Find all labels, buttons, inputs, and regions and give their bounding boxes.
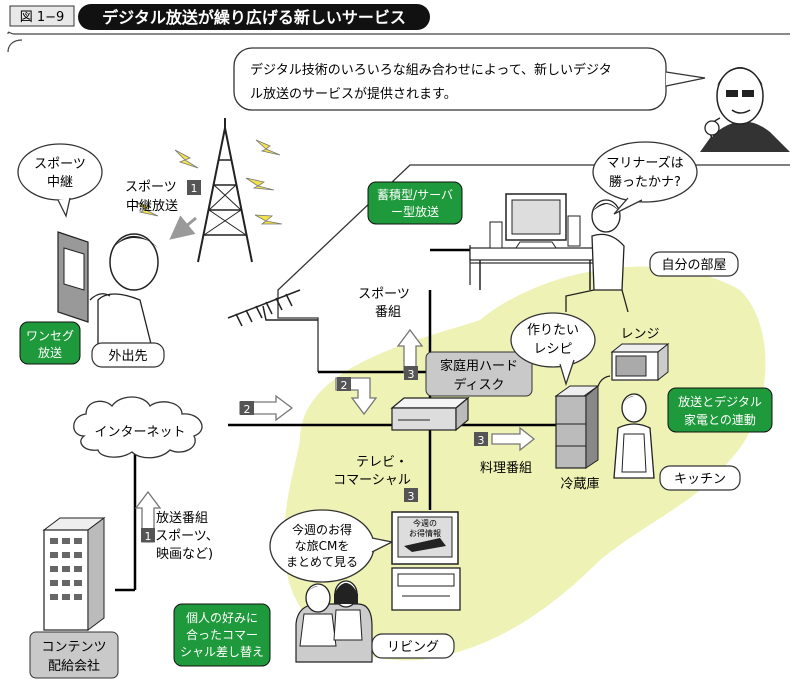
- figure-title-pill: [78, 4, 430, 30]
- arrow-3-down: 3: [404, 488, 418, 503]
- desk-computer-illustration: [469, 193, 601, 290]
- sports-program-line1: スポーツ: [358, 287, 410, 302]
- living-place-label: リビング: [387, 640, 439, 655]
- arrow-1-up: 1: [134, 490, 162, 543]
- svg-text:2: 2: [341, 379, 348, 392]
- phone-speech-bubble: [17, 143, 103, 201]
- narrator-line-1: デジタル技術のいろいろな組み合わせによって、新しいデジタ: [250, 62, 612, 78]
- oneseg-badge: [19, 321, 81, 365]
- house-outline: [277, 164, 790, 372]
- tv-screen-line2: お得情報: [409, 528, 441, 538]
- hdd-line1: 家庭用ハード: [440, 358, 518, 374]
- svg-text:3: 3: [408, 368, 415, 381]
- svg-text:3: 3: [408, 490, 415, 503]
- kitchen-place-label: キッチン: [674, 472, 726, 487]
- recipe-line1: 作りたい: [527, 323, 579, 338]
- room-place-label-box: [649, 251, 739, 277]
- outside-place-label-box: [91, 342, 165, 368]
- fridge-label: 冷蔵庫: [560, 477, 599, 492]
- sports-program-line2: 番組: [375, 305, 401, 320]
- arrow-2-left: 2: [239, 394, 294, 422]
- outdoor-person-illustration: [57, 231, 159, 361]
- svg-text:3: 3: [478, 434, 485, 447]
- room-person-illustration: [565, 199, 629, 313]
- room-bubble-line1: マリナーズは: [606, 155, 683, 171]
- microwave-illustration: [610, 342, 670, 382]
- home-hard-disk: [390, 396, 470, 432]
- oneseg-line2: 放送: [38, 345, 62, 360]
- internet-label: インターネット: [94, 425, 185, 440]
- room-place-label: 自分の部屋: [661, 258, 726, 273]
- broadcast-tower: [197, 118, 253, 263]
- signal-bolts: [135, 139, 283, 225]
- broadcast-program-line2: (スポーツ、: [150, 529, 219, 544]
- living-bubble-line1: 今週のお得: [292, 522, 352, 537]
- cm-line1: 個人の好みに: [186, 611, 258, 625]
- outside-place-label: 外出先: [108, 349, 147, 364]
- broadcast-program-line3: 映画など): [156, 547, 213, 562]
- fridge-illustration: [554, 384, 600, 469]
- relay-num: 1: [191, 182, 198, 195]
- living-tv-illustration: [391, 511, 461, 611]
- cm-line2: 合ったコマー: [186, 627, 258, 642]
- relay-label-line2: 中継放送: [126, 199, 178, 214]
- linkage-line2: 家電との連動: [684, 412, 756, 427]
- phone-bubble-line1: スポーツ: [34, 157, 86, 172]
- figure-number: 図 1−9: [20, 10, 65, 25]
- svg-text:1: 1: [145, 530, 152, 543]
- company-line1: コンテンツ: [41, 640, 106, 655]
- recipe-line2: レシピ: [533, 342, 572, 357]
- internet-cloud: [73, 396, 203, 459]
- broadcast-program-line1: 放送番組: [156, 511, 208, 526]
- kitchen-person-illustration: [613, 393, 655, 479]
- tv-screen-line1: 今週の: [413, 518, 437, 528]
- living-place-label-box: [371, 633, 455, 659]
- storage-line1: 蓄積型/サーバ: [377, 187, 453, 202]
- figure-number-box: [9, 5, 75, 27]
- svg-text:2: 2: [244, 403, 251, 416]
- living-bubble-line3: まとめて見る: [286, 555, 358, 569]
- personalized-cm-badge: [173, 603, 271, 667]
- narrator-illustration: [700, 67, 790, 152]
- kitchen-place-label-box: [659, 465, 741, 491]
- room-speech-bubble: [592, 141, 698, 203]
- arrow-3-right: 3: [474, 426, 536, 452]
- storage-line2: ー型放送: [391, 204, 439, 219]
- living-bubble-line2: な旅CMを: [295, 539, 350, 553]
- cooking-program-label: 料理番組: [480, 461, 532, 476]
- cm-line3: シャル差し替え: [180, 645, 264, 659]
- tvcm-line2: コマーシャル: [333, 473, 411, 488]
- narrator-line-2: ル放送のサービスが提供されます。: [250, 86, 457, 102]
- arrow-3-up: 3: [396, 328, 424, 381]
- room-bubble-line2: 勝ったかナ?: [609, 175, 681, 190]
- storage-broadcast-badge: [367, 181, 463, 225]
- microwave-label: レンジ: [620, 327, 659, 342]
- linkage-line1: 放送とデジタル: [678, 394, 762, 409]
- relay-label-prefix: スポーツ: [125, 180, 177, 195]
- company-label-box: [29, 631, 119, 679]
- oneseg-line1: ワンセグ: [26, 329, 74, 343]
- hdd-line2: ディスク: [453, 377, 504, 393]
- appliance-linkage-badge: [667, 387, 773, 433]
- tvcm-line1: テレビ・: [356, 455, 408, 470]
- phone-bubble-line2: 中継: [47, 175, 73, 190]
- hdd-label-box: [425, 351, 533, 397]
- recipe-speech-bubble: [510, 312, 596, 368]
- figure-title: デジタル放送が繰り広げる新しいサービス: [102, 8, 406, 27]
- tv-antenna: [227, 289, 318, 327]
- company-building-illustration: [42, 517, 106, 631]
- arrow-2-down: 2: [335, 377, 378, 416]
- couple-illustration: [295, 580, 373, 663]
- company-line2: 配給会社: [48, 658, 100, 674]
